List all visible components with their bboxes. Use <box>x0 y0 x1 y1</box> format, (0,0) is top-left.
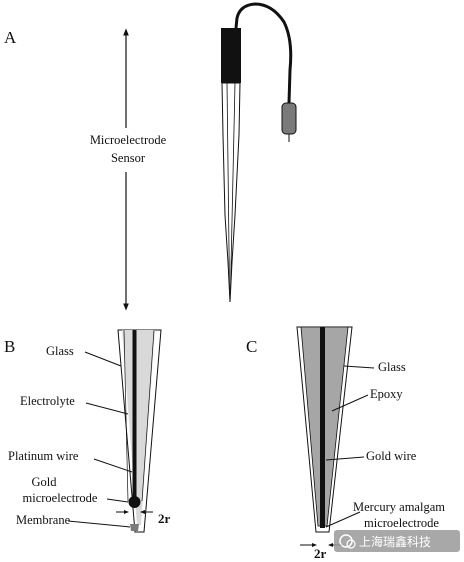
panel-b-letter: B <box>4 337 15 356</box>
leader-electrolyte <box>85 402 129 415</box>
leader-glass-c <box>343 365 375 369</box>
label-epoxy: Epoxy <box>370 387 403 401</box>
watermark: 上海瑞鑫科技 <box>334 530 460 552</box>
leader-gold-microelectrode <box>106 498 129 503</box>
radius-label-c: 2r <box>314 546 327 561</box>
panel-a-letter: A <box>4 28 17 47</box>
leader-membrane <box>67 520 131 528</box>
label-mercury-line1: Mercury amalgam <box>353 500 445 514</box>
sensor-label-backdrop <box>82 128 174 172</box>
wechat-icon-bubble <box>346 539 356 549</box>
panel-a: A Microelectrode Sensor <box>4 2 297 311</box>
sensor-label-line2: Sensor <box>111 151 146 165</box>
leader-mercury-amalgam <box>325 511 361 528</box>
watermark-backdrop <box>334 530 460 552</box>
sensor-cable <box>234 2 293 104</box>
label-mercury-line2: microelectrode <box>364 516 439 530</box>
label-glass-c: Glass <box>378 360 406 374</box>
panel-c: C Glass Epoxy Gold wire Mercury amalgam … <box>246 326 445 561</box>
watermark-text: 上海瑞鑫科技 <box>359 534 431 549</box>
label-platinum-wire: Platinum wire <box>8 449 79 463</box>
label-gold-wire: Gold wire <box>366 449 417 463</box>
glass-inner-wall <box>123 329 155 502</box>
leader-platinum-wire <box>93 458 133 473</box>
radius-label-b: 2r <box>158 511 171 526</box>
label-glass-b: Glass <box>46 344 74 358</box>
panel-b: B Glass Electrolyte Platinum wire Gold m… <box>4 329 171 533</box>
leader-epoxy <box>331 394 369 412</box>
label-membrane: Membrane <box>16 513 71 527</box>
leader-glass-b <box>84 351 122 367</box>
electrolyte-fill <box>122 330 155 525</box>
gold-microelectrode-bead <box>128 496 141 508</box>
sensor-connector <box>281 102 297 135</box>
sensor-drawing <box>221 2 297 303</box>
membrane <box>130 524 139 531</box>
leader-gold-wire <box>325 456 365 461</box>
panel-c-letter: C <box>246 337 257 356</box>
label-gold-line2: microelectrode <box>23 491 98 505</box>
sensor-inner-line-right <box>230 82 236 291</box>
sensor-label-line1: Microelectrode <box>90 133 167 147</box>
wechat-icon <box>339 534 353 548</box>
label-gold-line1: Gold <box>32 475 58 489</box>
sensor-housing <box>221 28 241 83</box>
label-electrolyte: Electrolyte <box>20 394 75 408</box>
sensor-inner-line-left <box>226 82 230 291</box>
